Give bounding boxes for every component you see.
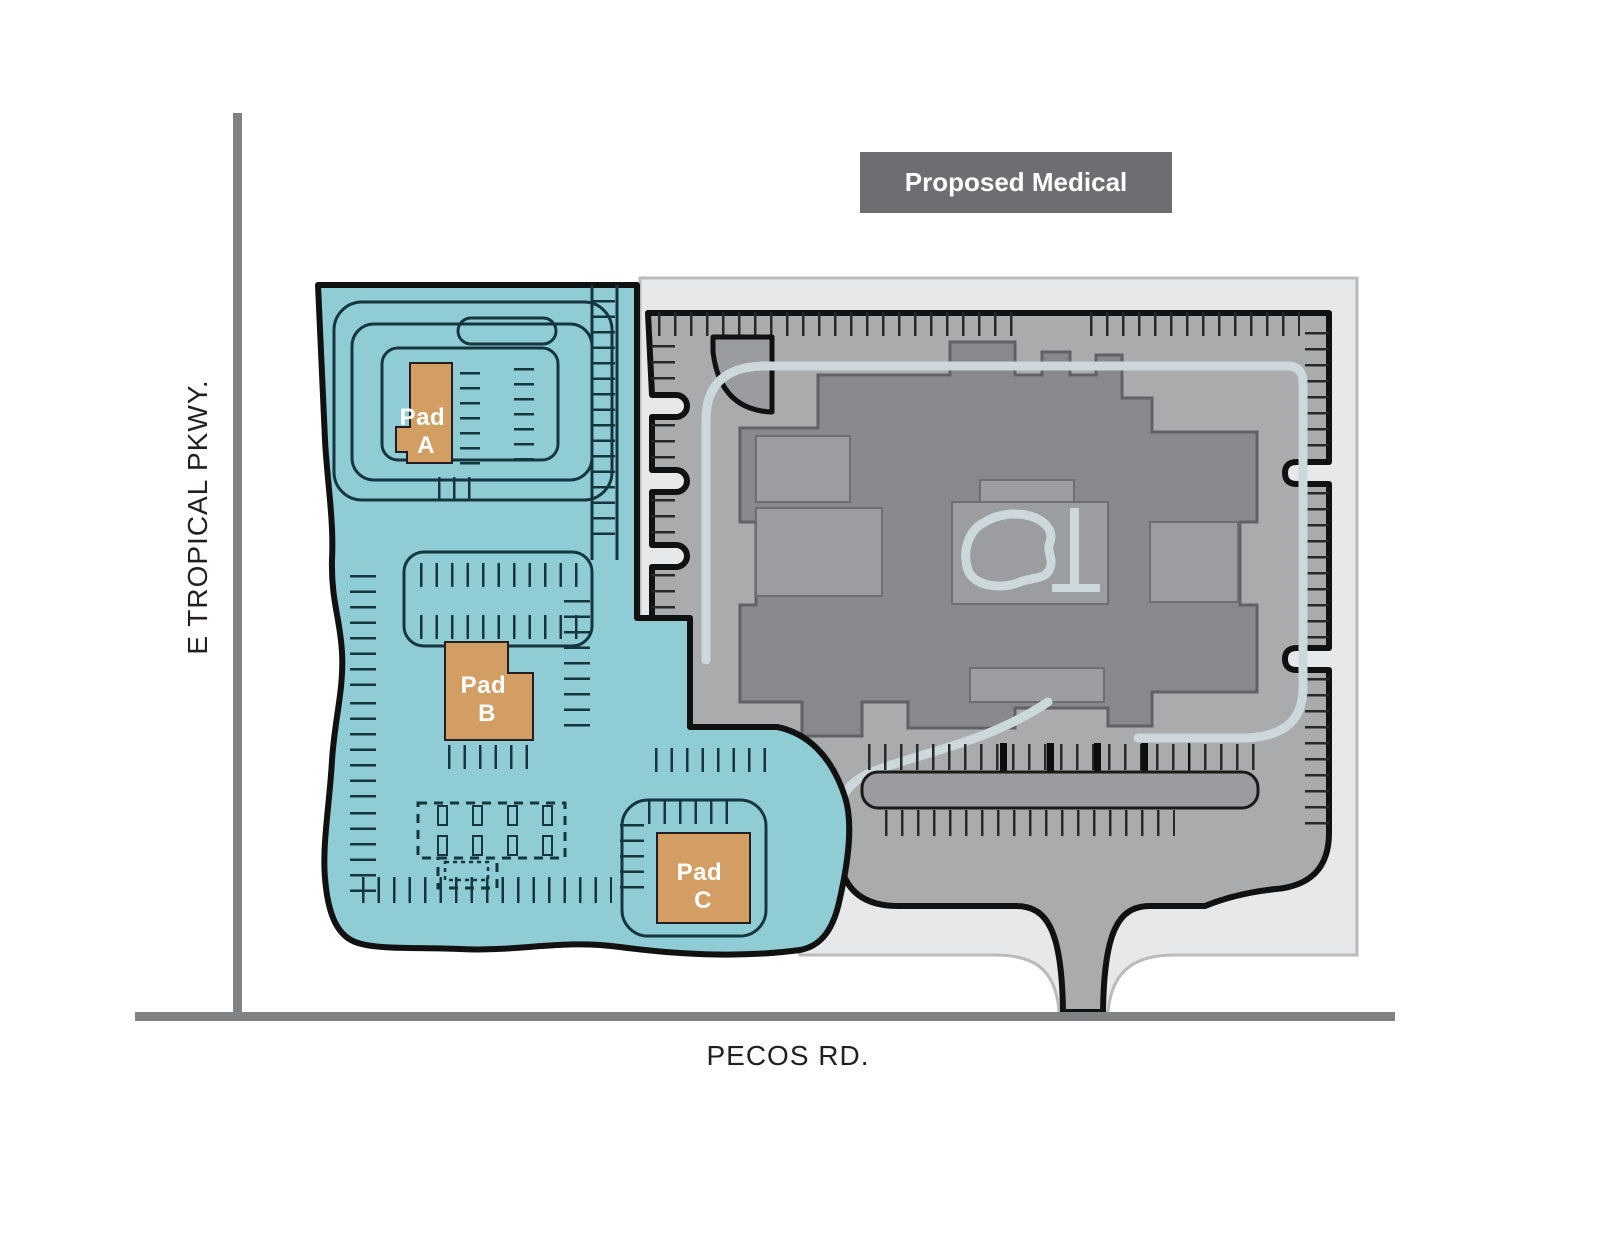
retail-parking-stall-ticks — [350, 300, 768, 903]
pad-b-label: Pad B — [461, 672, 514, 727]
pad-a-label: Pad A — [400, 404, 453, 459]
pecos-rd-road-line — [135, 1012, 1395, 1021]
medical-lot-nw-landscape — [710, 334, 775, 415]
future-structure-dashed-outlines — [416, 801, 567, 890]
courtyard-walk-bar — [1070, 508, 1079, 588]
pad-c-building — [656, 832, 751, 924]
pecos-rd-label: PECOS RD. — [706, 1040, 869, 1071]
tropical-pkwy-road-line — [233, 113, 242, 1013]
pad-b-building — [444, 641, 534, 741]
south-parking-island — [860, 770, 1260, 810]
pad-c-label: Pad C — [677, 859, 730, 914]
building-courtyard — [951, 501, 1109, 605]
courtyard-loop-path — [961, 509, 1056, 591]
title-box — [860, 152, 1172, 213]
page-title: Proposed Medical — [905, 167, 1128, 197]
south-parking-row — [860, 743, 1260, 836]
tropical-pkwy-label: E TROPICAL PKWY. — [182, 379, 213, 654]
building-sidewalks — [701, 361, 1308, 811]
pad-buildings — [395, 362, 751, 924]
pad-a-building — [395, 362, 453, 464]
